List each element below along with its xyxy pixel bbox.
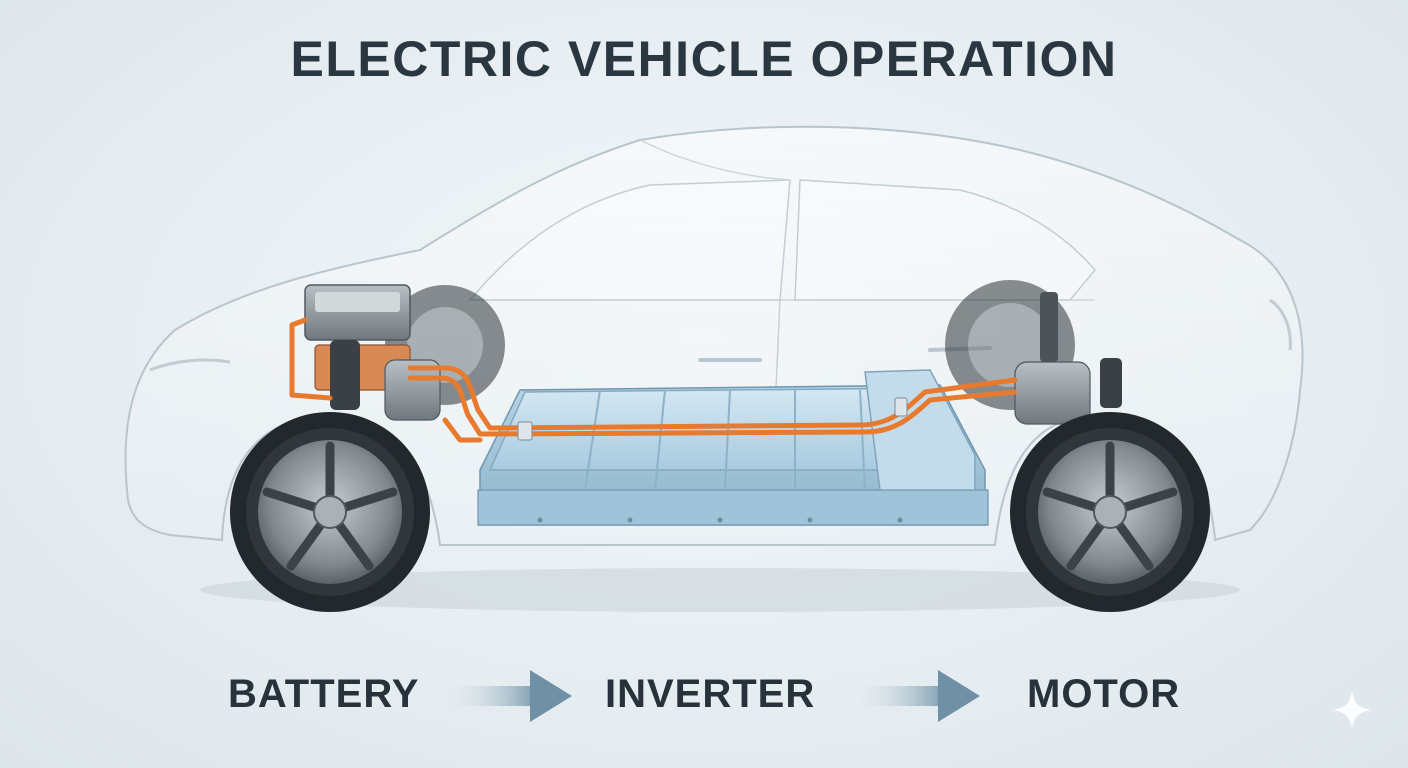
flow-step-battery: BATTERY — [228, 672, 420, 716]
cable-clip — [894, 397, 908, 417]
flow-step-motor: MOTOR — [1027, 672, 1181, 716]
cable-clip — [517, 421, 533, 441]
battery-pack — [477, 369, 989, 526]
sparkle-icon — [1332, 690, 1372, 730]
hv-cables — [289, 317, 1018, 443]
front-wheel — [230, 412, 430, 612]
arrow-right-icon — [858, 670, 980, 722]
page-title: ELECTRIC VEHICLE OPERATION — [290, 31, 1118, 87]
ground-shadow — [200, 568, 1240, 612]
front-drive-unit — [304, 284, 441, 421]
flow-step-inverter: INVERTER — [605, 672, 816, 716]
rear-wheel — [1010, 412, 1210, 612]
rear-drive-unit — [1014, 292, 1122, 425]
arrow-right-icon — [450, 670, 572, 722]
